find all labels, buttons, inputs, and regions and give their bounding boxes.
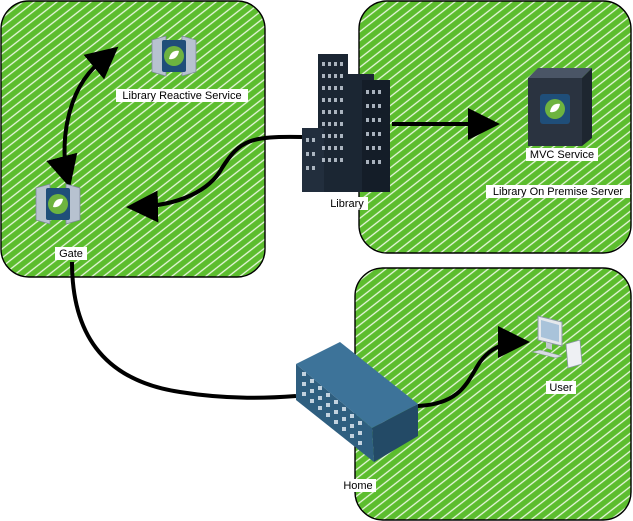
label-bg-home [340,479,376,492]
library-on-premise-server-label: Library On Premise Server [493,186,624,198]
server-tower-icon [528,68,592,146]
label-bg-on-premise [486,185,630,198]
home-label: Home [343,480,372,492]
label-bg-user [546,381,576,394]
spring-service-icon [35,183,81,225]
office-block-icon [296,342,418,462]
reactive-gate-connector [46,46,119,188]
library-reactive-service-label: Library Reactive Service [122,90,241,102]
label-bg-mvc [526,148,598,161]
label-bg-library [326,197,368,210]
user-label: User [549,382,573,394]
gate-home-connector [70,261,297,400]
label-bg-reactive [116,89,248,102]
desktop-computer-icon [531,315,583,369]
zone-gateway [0,0,266,278]
library-gate-connector [126,134,303,223]
library-label: Library [330,198,364,210]
mvc-service-label: MVC Service [530,149,594,161]
gate-label: Gate [59,248,83,260]
spring-service-icon [151,35,197,77]
home-user-connector [417,326,530,408]
office-buildings-icon [302,54,390,192]
label-bg-gate [55,247,87,260]
